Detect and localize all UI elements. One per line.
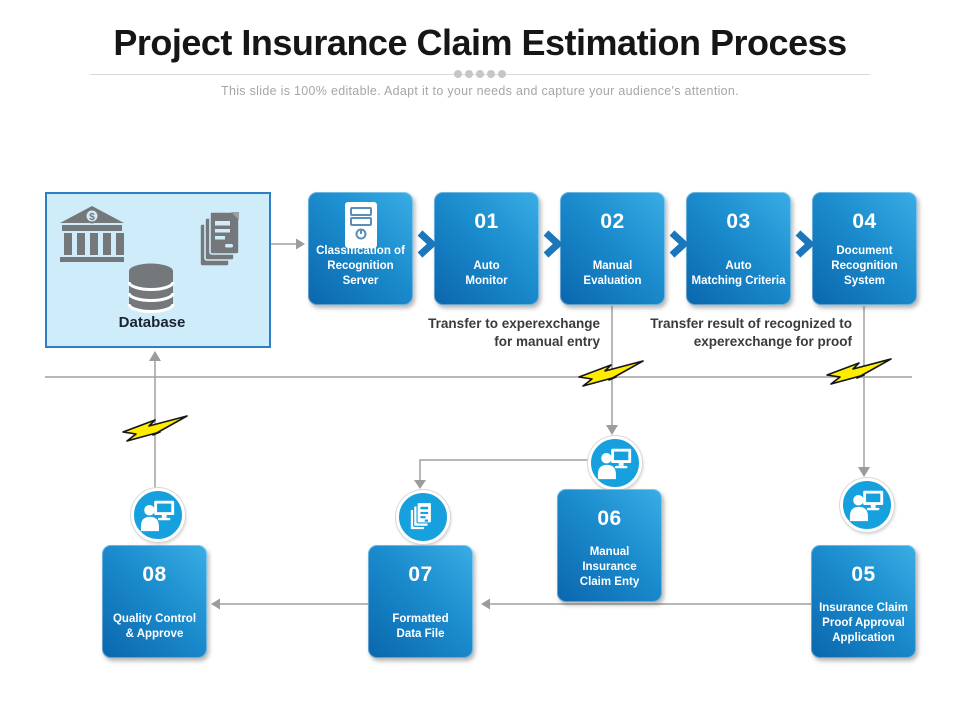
operator-node-08 xyxy=(131,488,185,542)
dot xyxy=(498,70,506,78)
person-computer-icon xyxy=(140,500,175,532)
step-03-auto-matching: 03 Auto Matching Criteria xyxy=(686,192,791,305)
step-04-document-recognition: 04 Document Recognition System xyxy=(812,192,917,305)
step-07-formatted-data-file: 07 Formatted Data File xyxy=(368,545,473,658)
step-number: 03 xyxy=(726,210,751,233)
connector-lines xyxy=(45,243,912,605)
step-label: Classification of Recognition Server xyxy=(316,245,405,288)
step-02-manual-evaluation: 02 Manual Evaluation xyxy=(560,192,665,305)
operator-node-05 xyxy=(840,478,894,532)
page-title: Project Insurance Claim Estimation Proce… xyxy=(113,22,847,63)
step-label: Manual Insurance Claim Enty xyxy=(579,546,640,589)
step-label: Formatted Data File xyxy=(392,613,449,641)
step-label: Auto Matching Criteria xyxy=(691,260,786,288)
step-label: Quality Control & Approve xyxy=(112,613,197,641)
step-01-auto-monitor: 01 Auto Monitor xyxy=(434,192,539,305)
dot xyxy=(487,70,495,78)
person-computer-icon xyxy=(597,448,632,480)
step-number: 08 xyxy=(142,563,167,586)
chevron-right-icon xyxy=(417,230,436,258)
chevron-right-icon xyxy=(795,230,814,258)
chevron-right-icon xyxy=(543,230,562,258)
svg-text:$: $ xyxy=(89,212,95,223)
person-computer-icon xyxy=(849,490,884,522)
documents-icon xyxy=(409,501,433,531)
step-08-quality-control: 08 Quality Control & Approve xyxy=(102,545,207,658)
arrowheads xyxy=(149,238,870,610)
step-number: 04 xyxy=(852,210,877,233)
step-06-manual-claim-entry: 06 Manual Insurance Claim Enty xyxy=(557,489,662,602)
step-number: 02 xyxy=(600,210,625,233)
server-icon xyxy=(308,201,413,249)
lightning-bolt-icon xyxy=(122,415,188,442)
lightning-bolt-icon xyxy=(578,360,644,387)
transfer-proof-note: Transfer result of recognized to experex… xyxy=(650,316,852,349)
chevron-right-icon xyxy=(669,230,688,258)
database-icon xyxy=(127,263,175,313)
dot xyxy=(465,70,473,78)
operator-node-06 xyxy=(588,436,642,490)
lightning-bolts xyxy=(122,358,892,442)
step-label: Manual Evaluation xyxy=(583,260,642,288)
step-05-proof-approval: 05 Insurance Claim Proof Approval Applic… xyxy=(811,545,916,658)
dot xyxy=(476,70,484,78)
documents-icon xyxy=(199,211,240,267)
divider-dots xyxy=(454,70,506,78)
slide-subtitle: This slide is 100% editable. Adapt it to… xyxy=(221,84,739,98)
step-number: 07 xyxy=(408,563,433,586)
database-label: Database xyxy=(118,314,186,331)
step-label: Auto Monitor xyxy=(465,260,508,288)
step-classification-server: Classification of Recognition Server xyxy=(308,192,413,305)
documents-node-07 xyxy=(396,490,450,544)
step-number: 01 xyxy=(474,210,499,233)
step-label: Insurance Claim Proof Approval Applicati… xyxy=(819,602,908,645)
step-number: 05 xyxy=(851,563,876,586)
transfer-manual-entry-note: Transfer to experexchange for manual ent… xyxy=(428,316,600,349)
lightning-bolt-icon xyxy=(826,358,892,385)
step-number: 06 xyxy=(597,507,622,530)
dot xyxy=(454,70,462,78)
step-label: Document Recognition System xyxy=(831,245,898,288)
bank-icon: $ xyxy=(60,206,124,262)
